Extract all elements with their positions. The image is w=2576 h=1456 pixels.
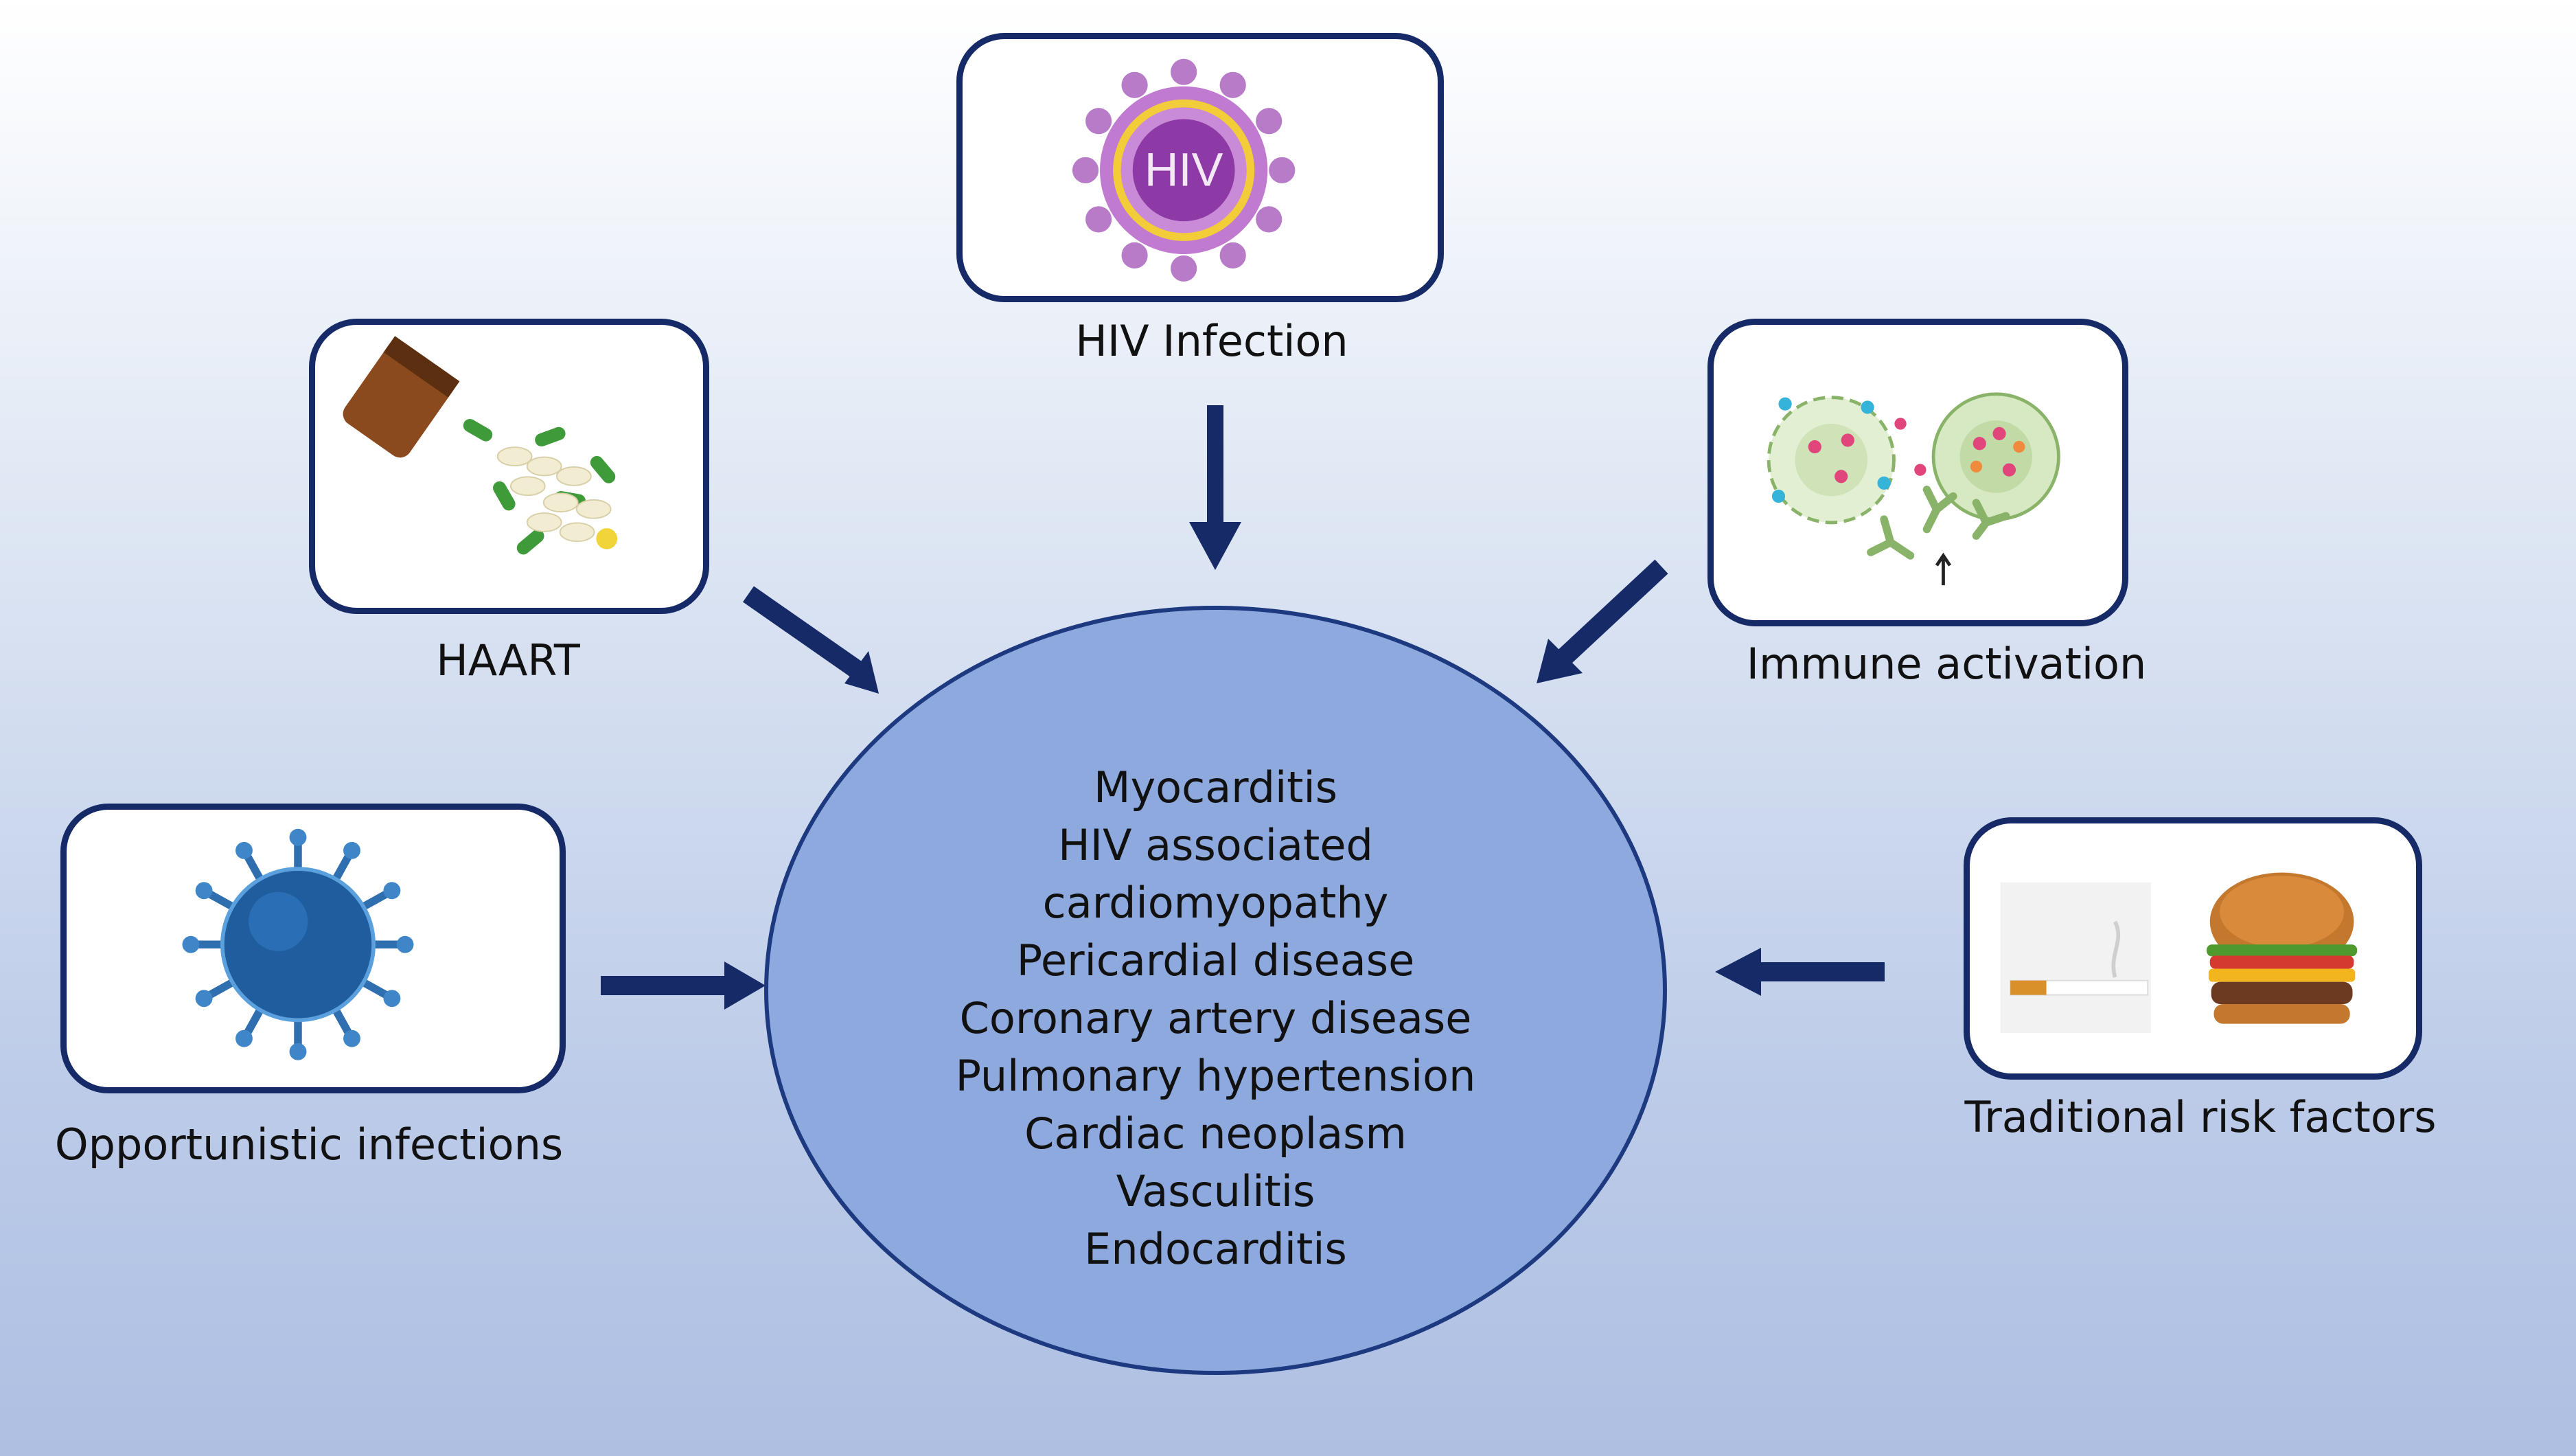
- haart-card: [309, 319, 709, 614]
- center-ellipse: [764, 606, 1667, 1375]
- condition-item: HIV associated: [1058, 820, 1373, 870]
- immune-activation-label: Immune activation: [1746, 639, 2147, 689]
- condition-item: Coronary artery disease: [959, 993, 1472, 1043]
- condition-item: Endocarditis: [1084, 1224, 1347, 1274]
- hiv-virus-icon: HIV: [1072, 58, 1296, 282]
- condition-item: Myocarditis: [1093, 762, 1338, 812]
- hiv-infection-card: HIV: [956, 33, 1444, 302]
- traditional-risk-factors-card: [1964, 817, 2422, 1080]
- immune-cells-icon: [1767, 392, 2060, 586]
- haart-label: HAART: [436, 635, 580, 685]
- virus-icon: [182, 828, 414, 1060]
- condition-item: Pericardial disease: [1016, 935, 1415, 986]
- pill-bottle-icon: [343, 336, 618, 555]
- condition-item: cardiomyopathy: [1042, 878, 1389, 928]
- opportunistic-infections-label: Opportunistic infections: [54, 1119, 564, 1170]
- immune-activation-card: [1707, 319, 2128, 626]
- condition-item: Vasculitis: [1116, 1166, 1315, 1216]
- arrow-opportunistic-to-center: [601, 962, 766, 1010]
- traditional-risk-factors-label: Traditional risk factors: [1964, 1092, 2437, 1142]
- arrow-risk-to-center: [1715, 948, 1885, 996]
- cigarette-burger-icon: [2000, 872, 2358, 1033]
- arrow-hiv-to-center: [1189, 405, 1241, 570]
- conditions-list: Myocarditis HIV associated cardiomyopath…: [764, 759, 1667, 1278]
- condition-item: Cardiac neoplasm: [1024, 1108, 1407, 1159]
- arrow-immune-to-center: [1537, 559, 1668, 683]
- arrow-haart-to-center: [742, 586, 879, 694]
- condition-item: Pulmonary hypertension: [955, 1051, 1476, 1101]
- hiv-infection-label: HIV Infection: [1075, 316, 1348, 366]
- hiv-image-text: HIV: [1145, 144, 1223, 196]
- opportunistic-infections-card: [60, 804, 566, 1093]
